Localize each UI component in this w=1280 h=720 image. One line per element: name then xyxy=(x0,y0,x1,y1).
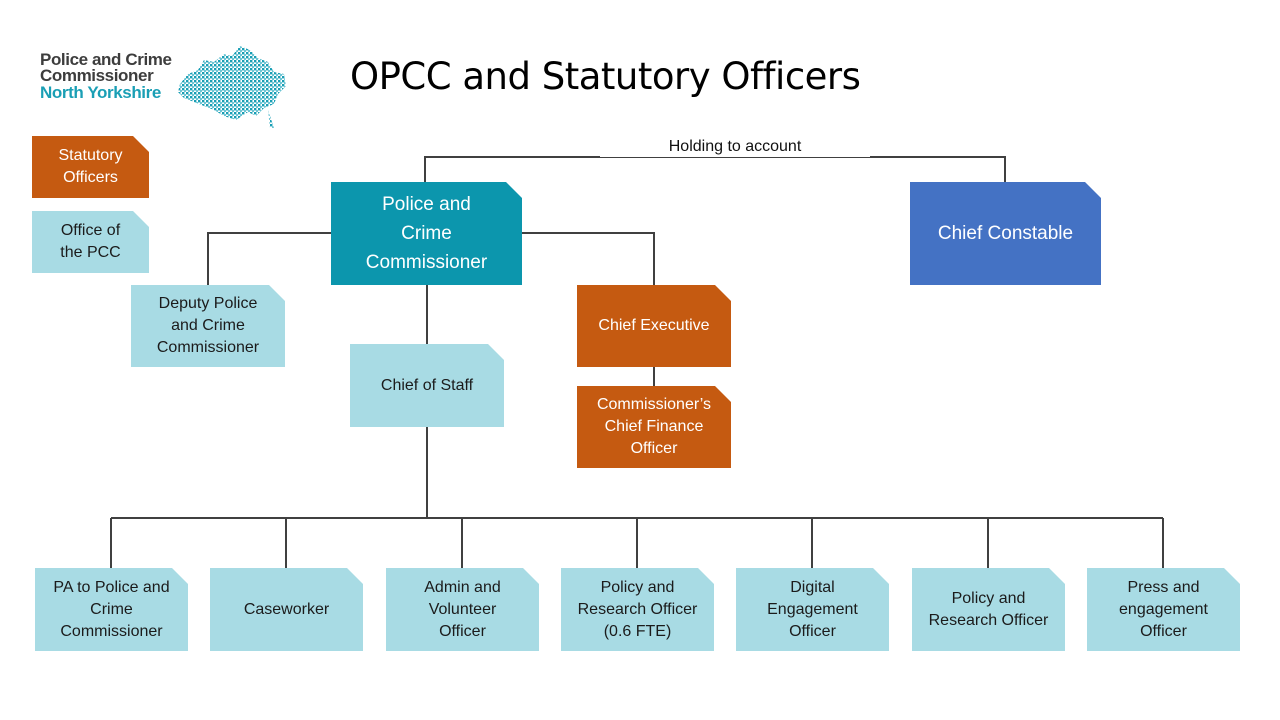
node-label: Policy and Research Officer xyxy=(928,589,1049,629)
holding-to-account-label: Holding to account xyxy=(600,137,870,157)
node-police-and-crime-commissioner: Police and Crime Commissioner xyxy=(331,182,522,285)
node-label: Caseworker xyxy=(243,600,330,618)
node-caseworker: Caseworker xyxy=(210,568,363,651)
node-chief-executive: Chief Executive xyxy=(577,285,731,367)
node-admin-volunteer-officer: Admin and Volunteer Officer xyxy=(386,568,539,651)
legend-office-label: Office of the PCC xyxy=(60,222,121,261)
connector-holding-to-account xyxy=(424,156,1006,182)
node-policy-research-officer: Policy and Research Officer xyxy=(912,568,1065,651)
opcc-logo: Police and Crime Commissioner North York… xyxy=(36,44,292,128)
legend-statutory-label: Statutory Officers xyxy=(58,147,123,186)
node-pa-to-pcc: PA to Police and Crime Commissioner xyxy=(35,568,188,651)
connector-pcc-chief-executive xyxy=(522,232,655,285)
node-label: Deputy Police and Crime Commissioner xyxy=(156,295,260,356)
node-label: Chief of Staff xyxy=(380,376,474,394)
node-policy-research-officer-part-time: Policy and Research Officer (0.6 FTE) xyxy=(561,568,714,651)
node-press-engagement-officer: Press and engagement Officer xyxy=(1087,568,1240,651)
node-label: Digital Engagement Officer xyxy=(767,578,858,640)
node-label: Chief Executive xyxy=(598,317,710,334)
logo-text-line-3: North Yorkshire xyxy=(40,83,161,102)
node-chief-of-staff: Chief of Staff xyxy=(350,344,504,427)
node-digital-engagement-officer: Digital Engagement Officer xyxy=(736,568,889,651)
logo-text-line-2: Commissioner xyxy=(40,66,154,85)
node-label: Commissioner’s Chief Finance Officer xyxy=(596,396,712,457)
node-label: Chief Constable xyxy=(937,223,1074,244)
node-chief-constable: Chief Constable xyxy=(910,182,1101,285)
node-label: PA to Police and Crime Commissioner xyxy=(53,578,170,640)
node-label: Press and engagement Officer xyxy=(1119,578,1208,640)
legend-statutory-officers: Statutory Officers xyxy=(32,136,149,198)
node-chief-finance-officer: Commissioner’s Chief Finance Officer xyxy=(577,386,731,468)
node-label: Police and Crime Commissioner xyxy=(365,194,488,273)
page-title: OPCC and Statutory Officers xyxy=(350,55,861,98)
node-label: Policy and Research Officer (0.6 FTE) xyxy=(577,578,698,640)
node-deputy-pcc: Deputy Police and Crime Commissioner xyxy=(131,285,285,367)
north-yorkshire-map-icon xyxy=(178,46,286,128)
node-label: Admin and Volunteer Officer xyxy=(424,578,501,640)
legend-office-of-pcc: Office of the PCC xyxy=(32,211,149,273)
logo-text-line-1: Police and Crime xyxy=(40,50,172,69)
connector-pcc-deputy xyxy=(207,232,331,285)
